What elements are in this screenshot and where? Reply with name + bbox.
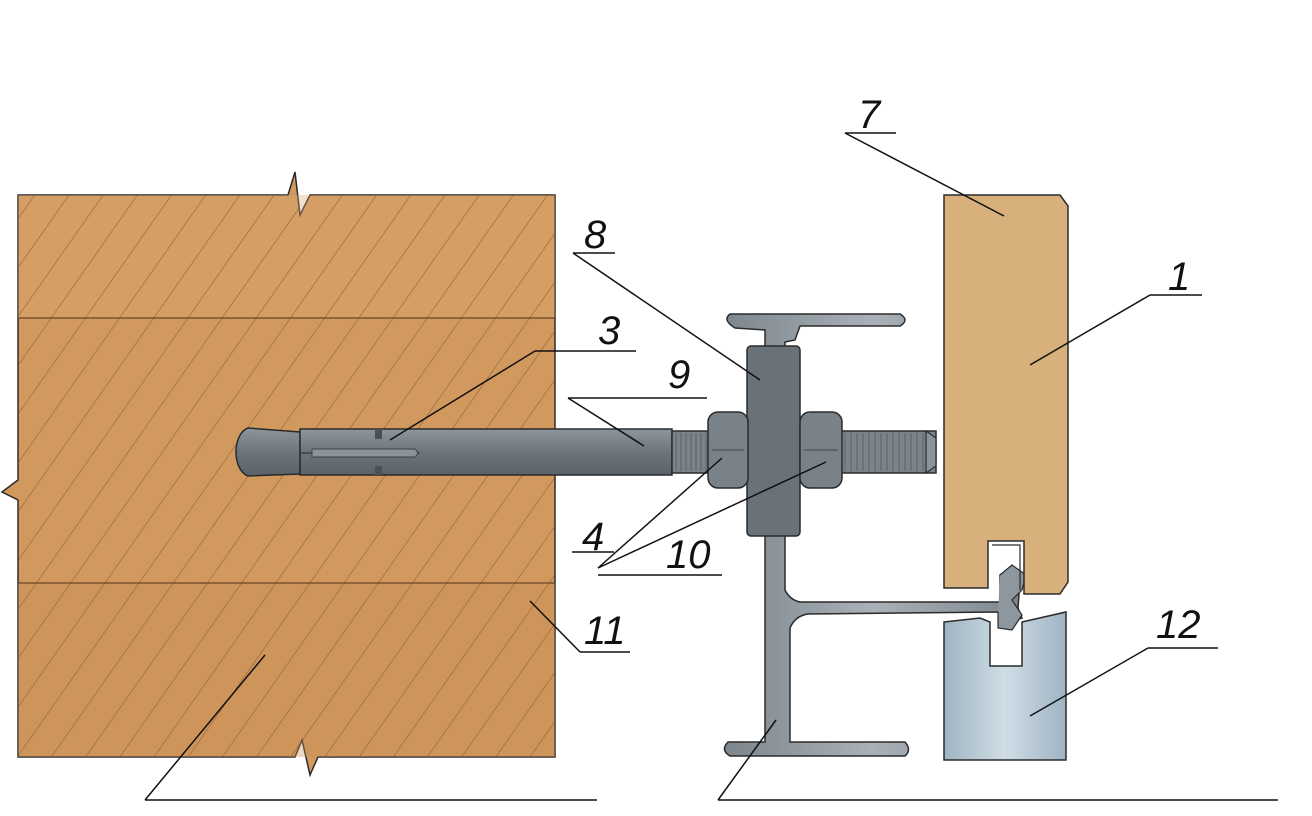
callout-12: 12 [1029, 603, 1218, 717]
callout-11-label: 11 [584, 609, 626, 653]
callout-3-label: 3 [598, 309, 620, 353]
callout-7: 7 [844, 93, 1005, 217]
facade-panel [943, 194, 1069, 595]
callout-1-label: 1 [1168, 255, 1190, 299]
leader-bracket-pointer [717, 719, 777, 801]
callout-9-label: 9 [668, 353, 690, 397]
washer [746, 345, 801, 537]
callout-8-label: 8 [584, 213, 607, 257]
leader-wall-pointer [144, 654, 266, 801]
callout-1: 1 [1029, 255, 1202, 366]
callout-4-label: 4 [582, 515, 604, 559]
callout-3: 3 [389, 309, 636, 441]
callout-10-label: 10 [666, 533, 711, 577]
callout-4: 4 [572, 457, 723, 569]
callout-10: 10 [597, 461, 827, 577]
callout-8: 8 [572, 213, 761, 381]
callout-11: 11 [529, 600, 630, 653]
callout-9: 9 [567, 353, 707, 447]
callout-7-label: 7 [858, 93, 882, 137]
callout-12-label: 12 [1156, 603, 1201, 647]
guide-rail [943, 611, 1067, 761]
